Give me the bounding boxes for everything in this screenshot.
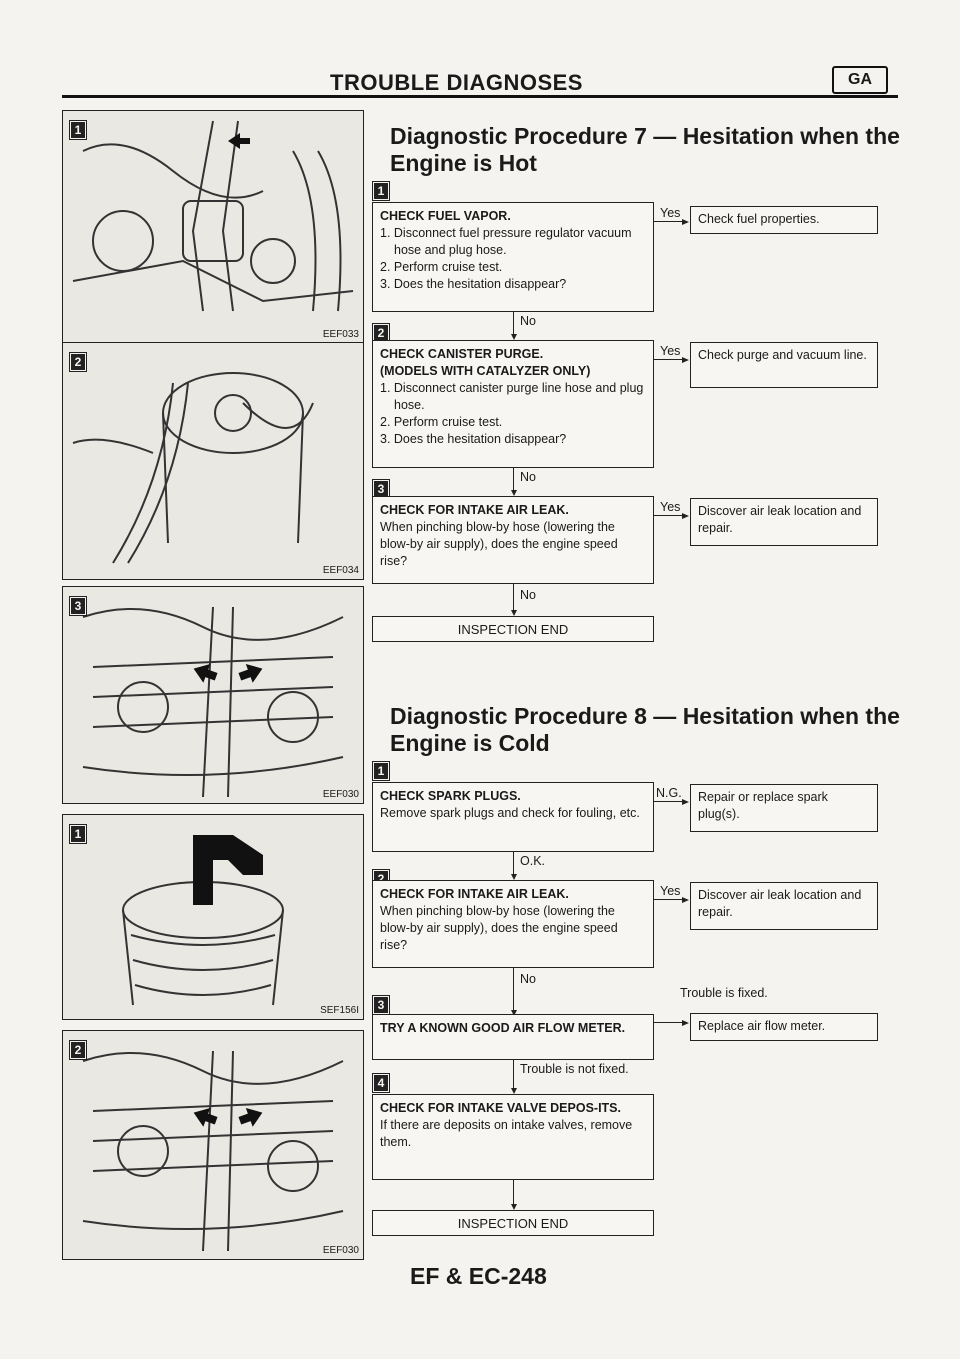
photo-caption: EEF034 bbox=[323, 565, 359, 576]
step-check-spark-plugs: CHECK SPARK PLUGS. Remove spark plugs an… bbox=[372, 782, 654, 852]
result-box: Check purge and vacuum line. bbox=[690, 342, 878, 388]
spark-plug-illustration bbox=[63, 815, 363, 1019]
connector bbox=[513, 852, 514, 876]
connector bbox=[513, 312, 514, 336]
section-tag: GA bbox=[832, 66, 888, 94]
connector bbox=[654, 515, 682, 516]
next-label: No bbox=[520, 588, 536, 602]
connector bbox=[513, 584, 514, 612]
next-label: No bbox=[520, 314, 536, 328]
step-badge: 1 bbox=[373, 182, 389, 200]
connector bbox=[654, 899, 682, 900]
procedure-8-title: Diagnostic Procedure 8 — Hesitation when… bbox=[390, 703, 900, 757]
connector bbox=[513, 968, 514, 1012]
photo-caption: SEF156I bbox=[320, 1005, 359, 1016]
step-badge: 1 bbox=[70, 121, 86, 139]
inspection-end: INSPECTION END bbox=[372, 616, 654, 642]
connector bbox=[654, 221, 682, 222]
blow-by-hose-illustration bbox=[63, 587, 363, 803]
connector bbox=[654, 801, 682, 802]
side-note: Trouble is fixed. bbox=[680, 986, 768, 1000]
arrow-right-icon bbox=[682, 357, 689, 363]
step-badge: 2 bbox=[70, 353, 86, 371]
branch-label: Yes bbox=[660, 344, 680, 358]
step-check-intake-air-leak: CHECK FOR INTAKE AIR LEAK. When pinching… bbox=[372, 880, 654, 968]
photo-canister: 2 EEF034 bbox=[62, 342, 364, 580]
result-box: Check fuel properties. bbox=[690, 206, 878, 234]
header-rule bbox=[62, 95, 898, 98]
arrow-right-icon bbox=[682, 1020, 689, 1026]
next-label: No bbox=[520, 972, 536, 986]
canister-photo-illustration bbox=[63, 343, 363, 579]
step-badge: 2 bbox=[70, 1041, 86, 1059]
photo-spark-plug: 1 SEF156I bbox=[62, 814, 364, 1020]
connector bbox=[654, 359, 682, 360]
arrow-right-icon bbox=[682, 799, 689, 805]
step-badge: 1 bbox=[70, 825, 86, 843]
blow-by-hose-illustration bbox=[63, 1031, 363, 1259]
engine-photo-illustration bbox=[63, 111, 363, 343]
branch-label: Yes bbox=[660, 884, 680, 898]
step-badge: 3 bbox=[373, 996, 389, 1014]
page-title: TROUBLE DIAGNOSES bbox=[330, 70, 583, 96]
photo-blow-by-hose-2: 2 EEF030 bbox=[62, 1030, 364, 1260]
page-number: EF & EC-248 bbox=[410, 1263, 547, 1290]
step-check-intake-air-leak: CHECK FOR INTAKE AIR LEAK. When pinching… bbox=[372, 496, 654, 584]
arrow-right-icon bbox=[682, 219, 689, 225]
connector bbox=[654, 1022, 682, 1023]
arrow-right-icon bbox=[682, 897, 689, 903]
inspection-end: INSPECTION END bbox=[372, 1210, 654, 1236]
connector bbox=[513, 468, 514, 492]
step-check-intake-valve-deposits: CHECK FOR INTAKE VALVE DEPOS-ITS. If the… bbox=[372, 1094, 654, 1180]
photo-blow-by-hose: 3 EEF030 bbox=[62, 586, 364, 804]
step-check-fuel-vapor: CHECK FUEL VAPOR. 1. Disconnect fuel pre… bbox=[372, 202, 654, 312]
branch-label: N.G. bbox=[656, 786, 682, 800]
arrow-right-icon bbox=[682, 513, 689, 519]
result-box: Discover air leak location and repair. bbox=[690, 498, 878, 546]
photo-caption: EEF030 bbox=[323, 789, 359, 800]
next-label: Trouble is not fixed. bbox=[520, 1062, 629, 1076]
photo-caption: EEF033 bbox=[323, 329, 359, 340]
step-badge: 3 bbox=[70, 597, 86, 615]
connector bbox=[513, 1060, 514, 1090]
step-badge: 1 bbox=[373, 762, 389, 780]
photo-caption: EEF030 bbox=[323, 1245, 359, 1256]
step-check-canister-purge: CHECK CANISTER PURGE. (MODELS WITH CATAL… bbox=[372, 340, 654, 468]
next-label: No bbox=[520, 470, 536, 484]
result-box: Discover air leak location and repair. bbox=[690, 882, 878, 930]
next-label: O.K. bbox=[520, 854, 545, 868]
procedure-7-title: Diagnostic Procedure 7 — Hesitation when… bbox=[390, 123, 900, 177]
branch-label: Yes bbox=[660, 206, 680, 220]
photo-fuel-pressure-regulator: 1 EEF033 bbox=[62, 110, 364, 344]
result-box: Replace air flow meter. bbox=[690, 1013, 878, 1041]
result-box: Repair or replace spark plug(s). bbox=[690, 784, 878, 832]
branch-label: Yes bbox=[660, 500, 680, 514]
step-try-air-flow-meter: TRY A KNOWN GOOD AIR FLOW METER. bbox=[372, 1014, 654, 1060]
connector bbox=[513, 1180, 514, 1206]
step-badge: 4 bbox=[373, 1074, 389, 1092]
